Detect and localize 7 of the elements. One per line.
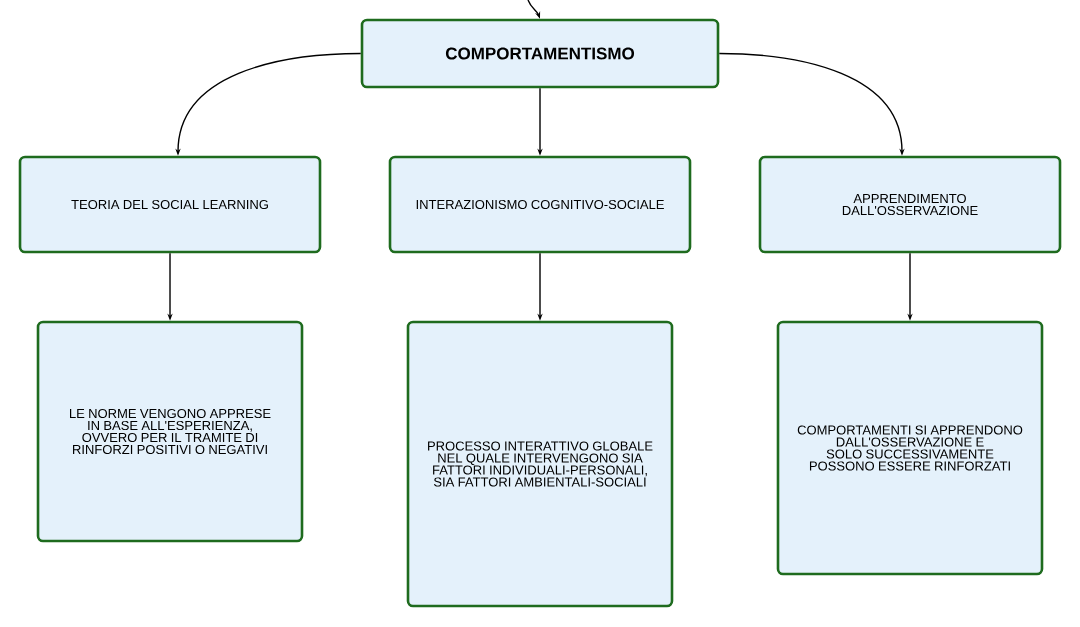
topic-box: APPRENDIMENTO DALL'OSSERVAZIONE bbox=[758, 155, 1062, 254]
topic-box: TEORIA DEL SOCIAL LEARNING bbox=[18, 155, 322, 254]
description-box: COMPORTAMENTI SI APPRENDONO DALL'OSSERVAZIONE E SOLO SUCCESSIVAMENTE POSSONO ESSERE RINFORZATI bbox=[776, 320, 1044, 576]
topic-box: INTERAZIONISMO COGNITIVO-SOCIALE bbox=[388, 155, 692, 254]
description-box: PROCESSO INTERATTIVO GLOBALE NEL QUALE INTERVENGONO SIA FATTORI INDIVIDUALI-PERSONALI, SIA FATTORI AMBIENTALI-SOCIALI bbox=[406, 320, 674, 608]
title-box: COMPORTAMENTISMO bbox=[360, 18, 720, 89]
description-box: LE NORME VENGONO APPRESE IN BASE ALL'ESPERIENZA, OVVERO PER IL TRAMITE DI RINFORZI POSITIVI O NEGATIVI bbox=[36, 320, 304, 543]
